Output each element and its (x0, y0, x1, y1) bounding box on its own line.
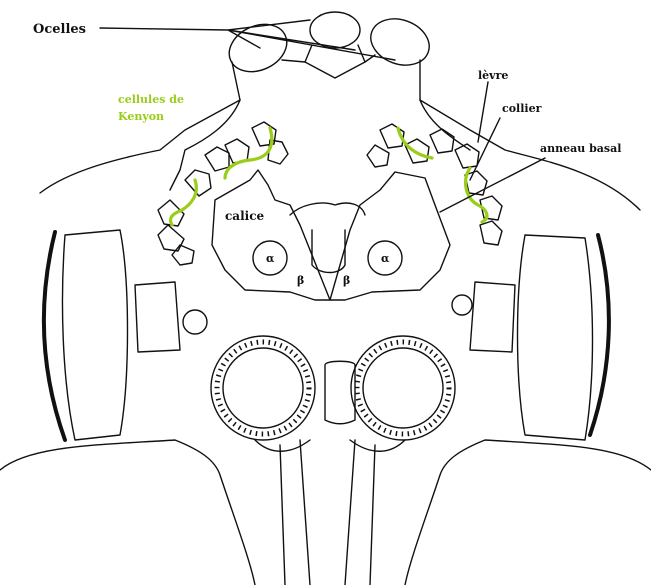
lower-cleft (255, 440, 405, 451)
lower-body-left (0, 440, 255, 585)
eye-border-left (44, 232, 65, 440)
leader-levre (478, 82, 488, 142)
leader-anneau-basal (440, 158, 545, 212)
mushroom-body-right (330, 124, 502, 300)
antennal-lobes (211, 336, 455, 440)
ocelli (222, 11, 436, 100)
antennal-lobe-right-outer (351, 336, 455, 440)
label-ocelles: Ocelles (33, 22, 86, 37)
label-calice: calice (225, 209, 265, 223)
antennal-lobe-left-outer (211, 336, 315, 440)
label-levre: lèvre (478, 69, 508, 82)
glomeruli-left (217, 342, 309, 434)
protocerebrum-left (170, 100, 240, 190)
ocellus-right (364, 11, 435, 73)
label-beta-right: β (343, 274, 350, 287)
label-anneau-basal: anneau basal (540, 142, 621, 155)
medulla-left (135, 282, 180, 352)
lobule-left (183, 310, 207, 334)
ocellus-right-stalk (365, 55, 420, 100)
optic-lobe-left (62, 230, 127, 440)
medulla-right (470, 282, 515, 352)
antennal-lobe-left-inner (223, 348, 303, 428)
head-outline-right (420, 100, 640, 210)
label-alpha-right: α (381, 252, 390, 265)
lobule-right (452, 295, 472, 315)
label-alpha-left: α (266, 252, 275, 265)
leader-lines (100, 20, 545, 212)
label-collier: collier (502, 102, 542, 115)
label-kenyon-line1: cellules de (118, 93, 184, 106)
antennal-lobe-right-inner (363, 348, 443, 428)
ocellus-median-base (305, 45, 365, 78)
optic-lobe-right (518, 235, 593, 440)
central-bridge (290, 203, 365, 215)
label-kenyon-line2: Kenyon (118, 110, 164, 123)
label-beta-left: β (297, 274, 304, 287)
connective-left (280, 440, 310, 585)
connective-right (345, 440, 375, 585)
ocellus-median (310, 12, 360, 48)
lower-body-right (405, 440, 651, 585)
ocellus-left-stalk (232, 60, 305, 100)
glomeruli-right (357, 342, 449, 434)
ocellus-left (222, 15, 295, 80)
